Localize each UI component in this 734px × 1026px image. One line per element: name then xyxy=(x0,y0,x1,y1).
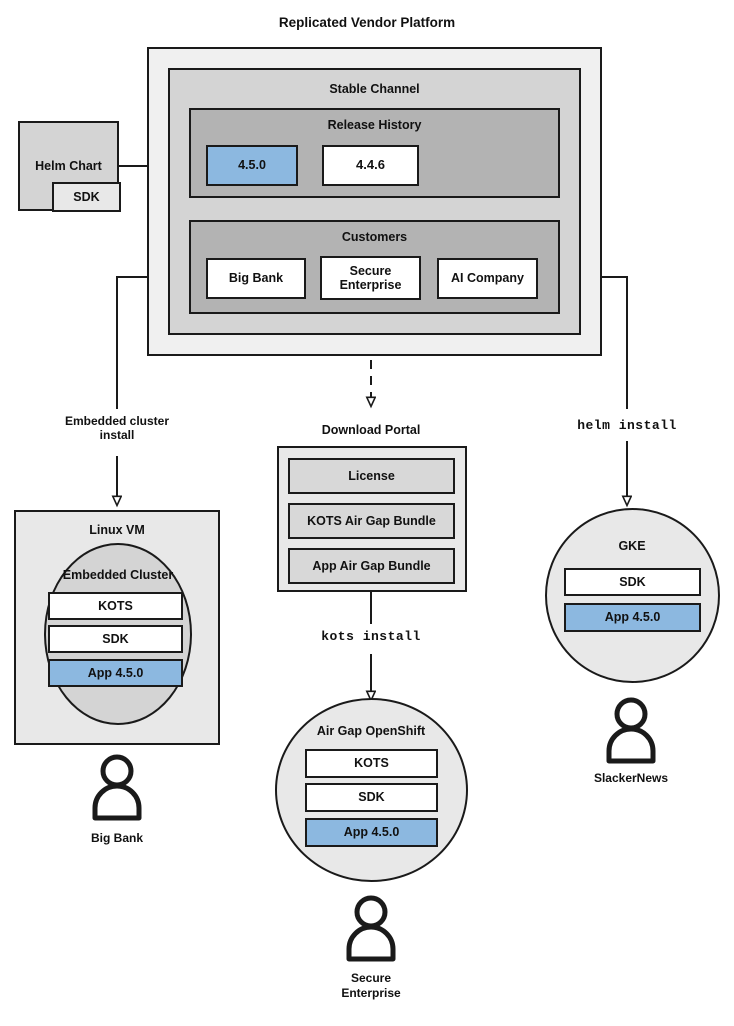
actor-label-big-bank: Big Bank xyxy=(90,831,143,845)
download-portal-artifact-app-airgap[interactable]: App Air Gap Bundle xyxy=(288,548,455,584)
download-portal-artifact-license[interactable]: License xyxy=(288,458,455,494)
linux-vm-component-kots[interactable]: KOTS xyxy=(48,592,183,620)
linux-vm-component-app[interactable]: App 4.5.0 xyxy=(48,659,183,687)
linux-vm-title: Linux VM xyxy=(89,523,145,537)
air-gap-openshift-title: Air Gap OpenShift xyxy=(316,724,426,738)
openshift-component-sdk[interactable]: SDK xyxy=(305,783,438,812)
gke-component-sdk[interactable]: SDK xyxy=(564,568,701,596)
customer-chip-ai-company[interactable]: AI Company xyxy=(437,258,538,299)
openshift-component-kots[interactable]: KOTS xyxy=(305,749,438,778)
actor-icon-slackernews xyxy=(606,697,656,764)
connector-label-kots-install: kots install xyxy=(321,629,421,644)
helm-chart-label: Helm Chart xyxy=(35,159,102,173)
customer-chip-big-bank[interactable]: Big Bank xyxy=(206,258,306,299)
gke-component-app[interactable]: App 4.5.0 xyxy=(564,603,701,632)
actor-icon-big-bank xyxy=(92,754,142,821)
download-portal-title: Download Portal xyxy=(321,423,421,437)
customers-title: Customers xyxy=(341,230,408,244)
page-title: Replicated Vendor Platform xyxy=(278,15,456,30)
gke-title: GKE xyxy=(618,539,646,553)
helm-chart-sdk-chip[interactable]: SDK xyxy=(52,182,121,212)
release-chip-446[interactable]: 4.4.6 xyxy=(322,145,419,186)
customer-chip-secure-enterprise[interactable]: Secure Enterprise xyxy=(320,256,421,300)
connector-label-embedded-cluster-install: Embedded cluster install xyxy=(64,414,170,443)
release-chip-450[interactable]: 4.5.0 xyxy=(206,145,298,186)
actor-label-secure-enterprise: Secure Enterprise xyxy=(341,971,401,1000)
actor-icon-secure-enterprise xyxy=(346,895,396,962)
embedded-cluster-title: Embedded Cluster xyxy=(62,568,174,582)
linux-vm-component-sdk[interactable]: SDK xyxy=(48,625,183,653)
actor-label-slackernews: SlackerNews xyxy=(593,771,669,785)
connector-label-helm-install: helm install xyxy=(577,418,677,433)
release-history-title: Release History xyxy=(327,118,422,132)
stable-channel-title: Stable Channel xyxy=(329,82,420,96)
openshift-component-app[interactable]: App 4.5.0 xyxy=(305,818,438,847)
download-portal-artifact-kots-airgap[interactable]: KOTS Air Gap Bundle xyxy=(288,503,455,539)
